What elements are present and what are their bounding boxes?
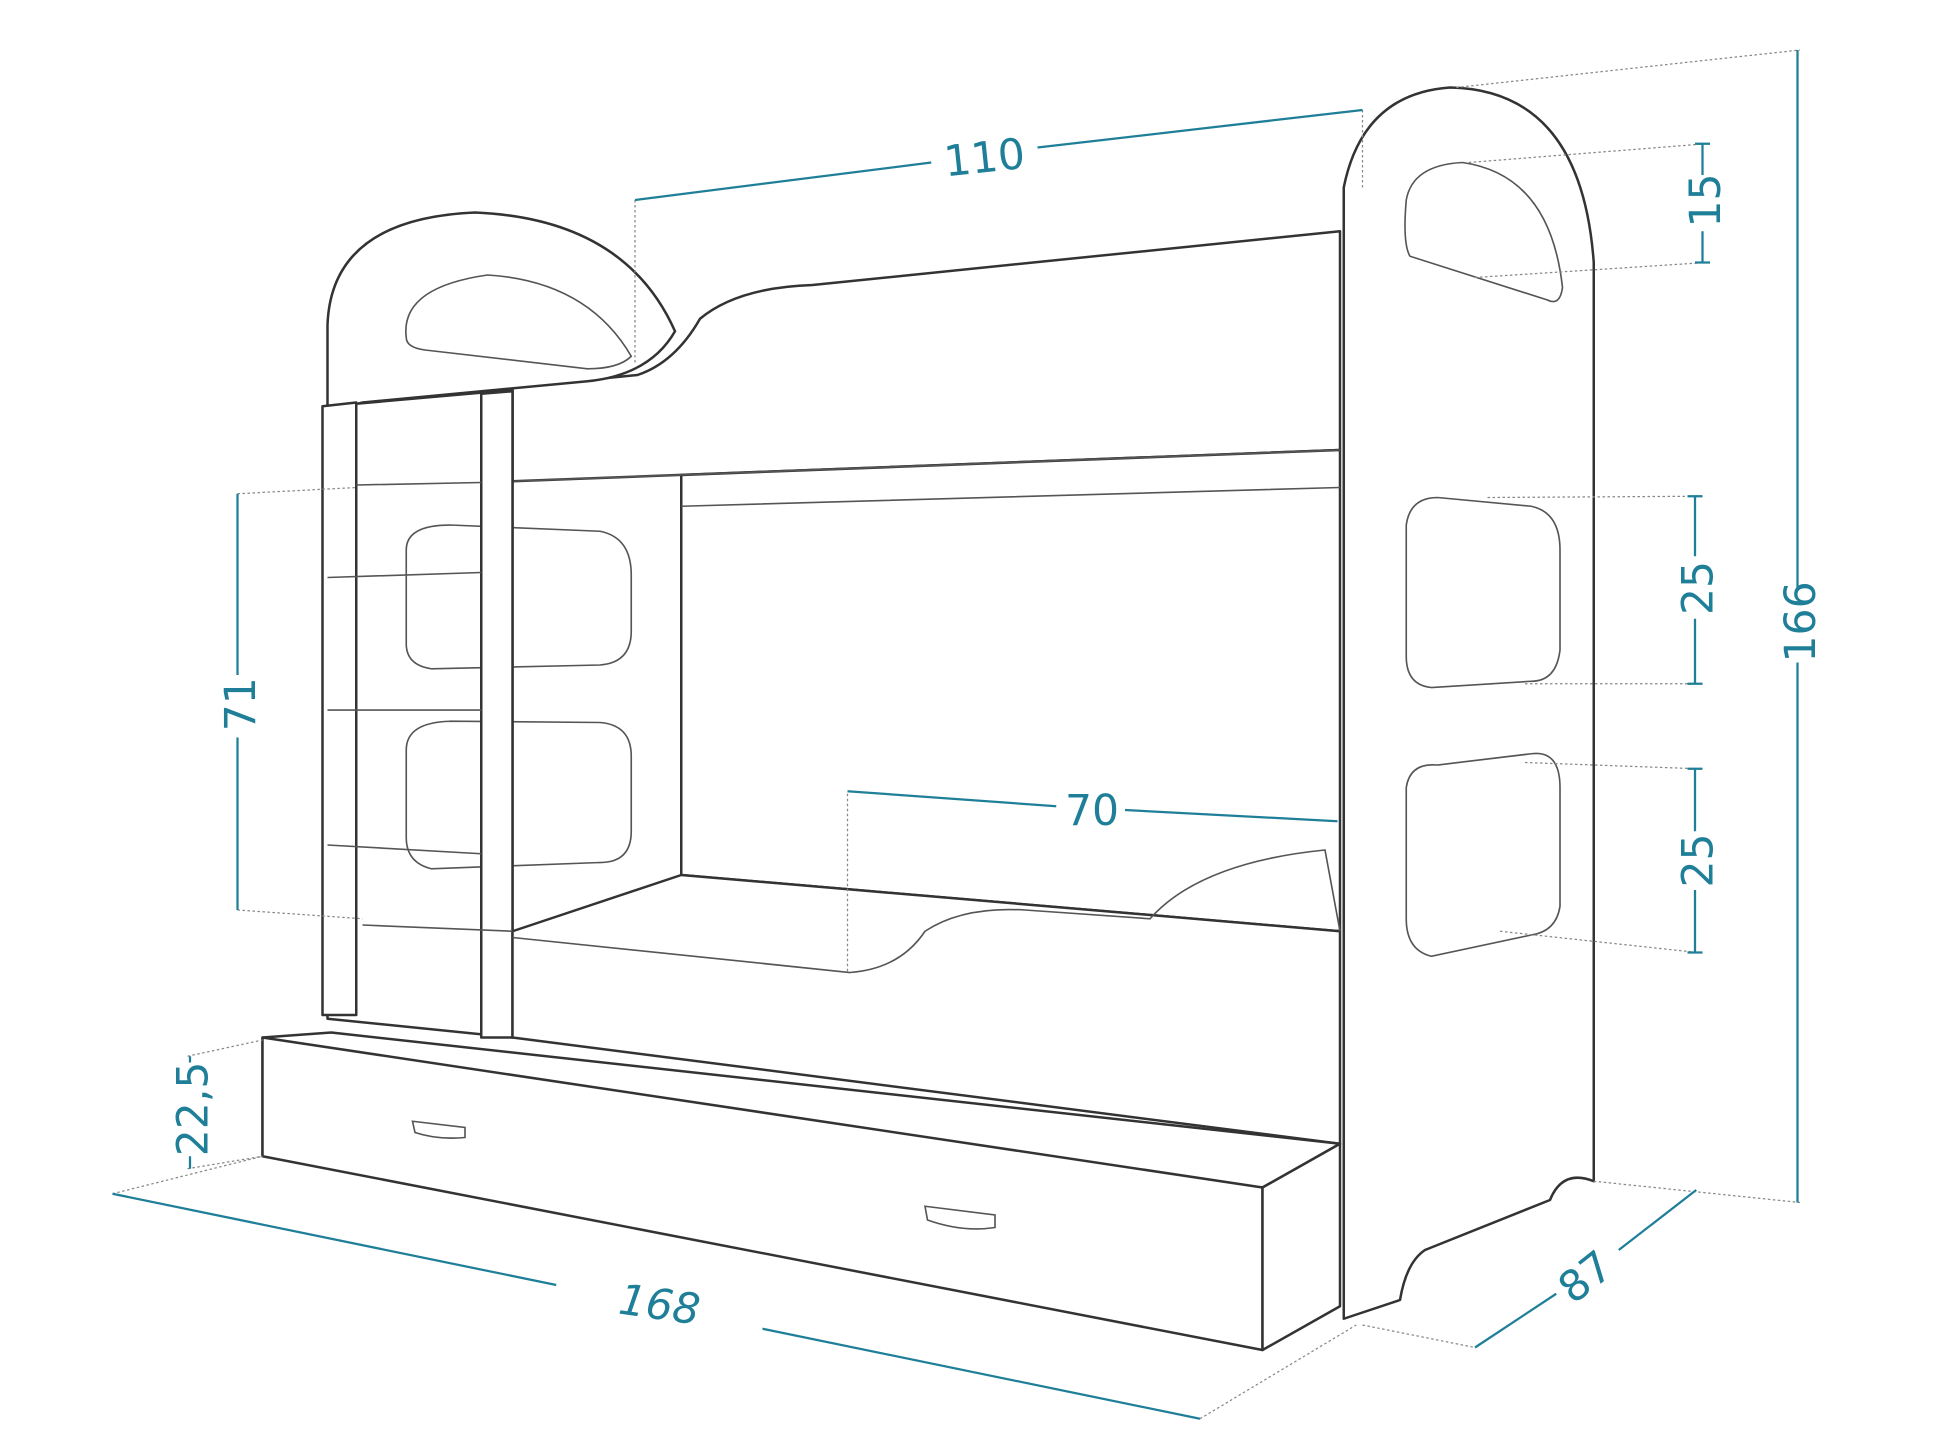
label-ladder-height: 71: [217, 677, 266, 731]
label-top-opening: 15: [1682, 173, 1731, 227]
label-total-length: 168: [616, 1276, 703, 1336]
label-total-height: 166: [1777, 581, 1826, 662]
label-mattress-opening: 70: [1065, 787, 1119, 836]
bed-drawing: [261, 86, 1595, 1352]
extension-lines: [112, 49, 1801, 1420]
label-lower-side-opening: 25: [1675, 833, 1724, 887]
label-upper-side-opening: 25: [1675, 561, 1724, 615]
dimension-lines: [112, 50, 1799, 1420]
label-drawer-height: 22,5: [170, 1062, 219, 1157]
label-top-length: 110: [942, 130, 1028, 187]
label-depth: 87: [1550, 1242, 1623, 1314]
